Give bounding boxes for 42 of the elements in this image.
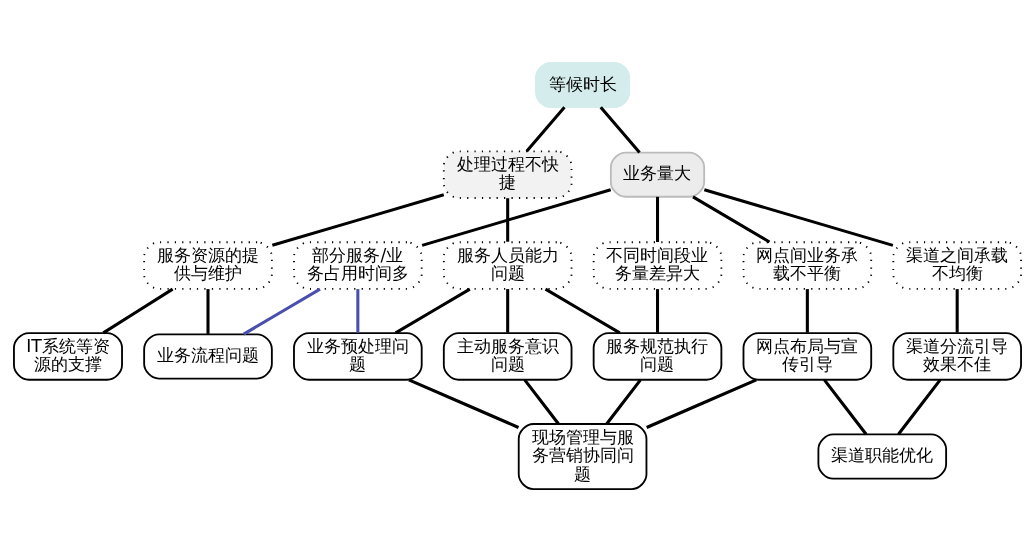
node-box: 不同时间段业务量差异大 (592, 241, 722, 290)
connector (505, 289, 509, 333)
connector (522, 378, 560, 425)
connector (703, 188, 893, 247)
connector (822, 378, 867, 436)
connector (645, 378, 757, 429)
connector (544, 287, 620, 335)
node-box: IT系统等资源的支撑 (12, 332, 123, 381)
connector (205, 289, 210, 334)
connector (691, 195, 770, 244)
node-box: 处理过程不快捷 (442, 150, 572, 199)
node-box: 主动服务意识问题 (442, 332, 572, 381)
node-box: 网点间业务承载不平衡 (742, 241, 872, 290)
node-box: 等候时长 (534, 62, 630, 109)
node-box: 渠道之间承载不均衡 (891, 241, 1022, 290)
node-box: 业务预处理问题 (292, 332, 423, 381)
connector (102, 287, 173, 335)
node-box: 部分服务/业务占用时间多 (292, 241, 423, 290)
connector (655, 196, 659, 242)
connector (505, 198, 509, 242)
node-box: 网点布局与宣传引导 (742, 332, 872, 381)
node-box: 业务流程问题 (142, 333, 273, 380)
connector (525, 106, 566, 153)
node-box: 服务资源的提供与维护 (142, 241, 273, 290)
node-box: 服务人员能力问题 (442, 241, 572, 290)
node-box: 业务量大 (609, 151, 705, 198)
connector (604, 378, 642, 425)
connector (655, 289, 659, 333)
connector (896, 378, 941, 436)
connector (805, 289, 809, 333)
node-box: 服务规范执行问题 (592, 332, 722, 381)
connector (394, 287, 471, 335)
connector (242, 287, 321, 336)
connector (355, 289, 359, 333)
connector (407, 378, 519, 429)
node-box: 渠道职能优化 (817, 433, 947, 480)
connector (955, 289, 959, 333)
connector (599, 106, 641, 154)
node-box: 现场管理与服务营销协同问题 (517, 423, 647, 490)
node-box: 渠道分流引导效果不佳 (891, 332, 1022, 381)
connector (271, 193, 444, 247)
connector (421, 188, 611, 247)
